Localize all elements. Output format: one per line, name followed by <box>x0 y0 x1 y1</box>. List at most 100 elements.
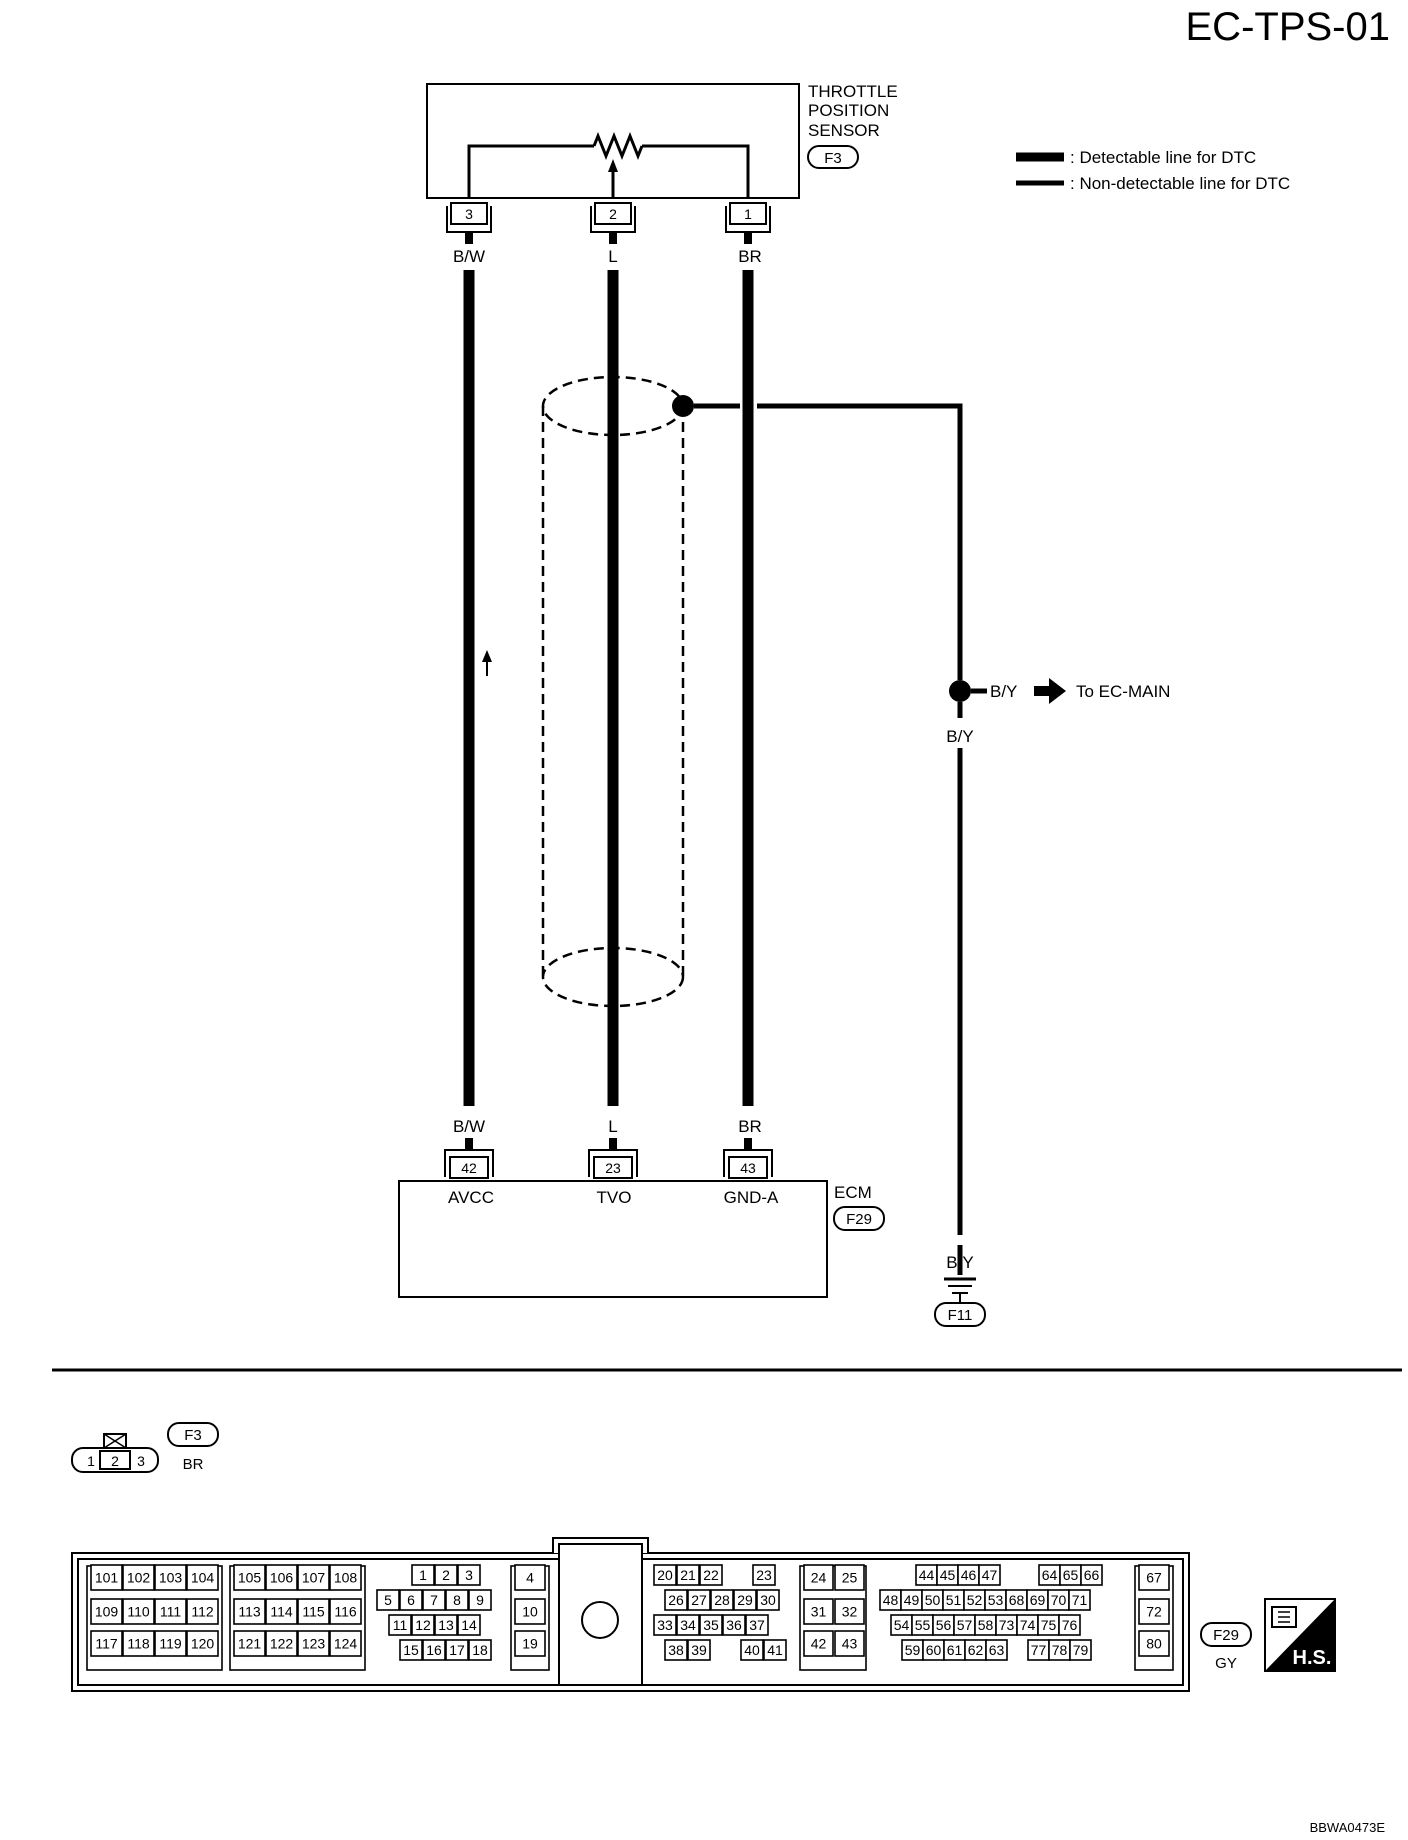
f29-pin-109: 109 <box>95 1604 119 1620</box>
f29-pin-30: 30 <box>760 1592 776 1608</box>
ecm-pin-43-label: 43 <box>740 1160 756 1176</box>
sensor-connector-id: F3 <box>824 150 842 167</box>
f29-pin-20: 20 <box>657 1567 673 1583</box>
sensor-name-line2: POSITION <box>808 101 889 120</box>
f29-pin-121: 121 <box>238 1636 262 1652</box>
f29-pin-1: 1 <box>419 1567 427 1583</box>
f29-pin-29: 29 <box>737 1592 753 1608</box>
f29-pin-cell <box>186 1564 219 1591</box>
wire-color-bw-top: B/W <box>453 247 485 266</box>
f29-pin-34: 34 <box>680 1617 696 1633</box>
f29-pin-9: 9 <box>476 1592 484 1608</box>
f29-pin-17: 17 <box>449 1642 465 1658</box>
f29-pin-47: 47 <box>982 1567 998 1583</box>
f29-pin-cell <box>664 1639 688 1661</box>
sensor-pin-3: 3 <box>446 202 492 233</box>
f3-face-color: BR <box>183 1456 204 1473</box>
f29-pin-49: 49 <box>904 1592 920 1608</box>
f29-pin-cell <box>329 1630 362 1657</box>
f29-pin-cell <box>122 1564 155 1591</box>
f3-face-pin-1: 1 <box>87 1453 95 1469</box>
f29-pin-cell <box>457 1614 481 1636</box>
wire-color-by-main: B/Y <box>990 682 1017 701</box>
ecm-term-avcc: AVCC <box>448 1188 494 1207</box>
ecm-unit: AVCC TVO GND-A ECM F29 <box>398 1180 885 1298</box>
sensor-pin-1: 1 <box>725 202 771 233</box>
f29-pin-10: 10 <box>522 1604 538 1620</box>
shield <box>541 375 694 1008</box>
wiper-arrow-icon <box>608 159 618 172</box>
f29-pin-cell <box>699 1564 723 1586</box>
f29-pin-26: 26 <box>668 1592 684 1608</box>
f29-pin-cell <box>653 1564 677 1586</box>
f29-pin-cell <box>834 1598 865 1625</box>
ground-symbol: F11 <box>934 1277 986 1327</box>
f29-pin-cell <box>514 1630 546 1657</box>
f29-pin-cell <box>1069 1639 1092 1661</box>
wire-color-l-bottom: L <box>608 1117 617 1136</box>
wire-color-by-ground: B/Y <box>946 1253 973 1272</box>
f29-pin-46: 46 <box>961 1567 977 1583</box>
sensor-pin-2-label: 2 <box>609 206 617 222</box>
f3-connector-face: 1 2 3 F3 BR <box>71 1422 219 1473</box>
f29-pin-cell <box>676 1614 700 1636</box>
f29-pin-110: 110 <box>127 1604 150 1620</box>
f29-pin-51: 51 <box>946 1592 962 1608</box>
ecm-term-gnd-a: GND-A <box>724 1188 779 1207</box>
f29-pin-6: 6 <box>407 1592 415 1608</box>
f29-pin-19: 19 <box>522 1636 538 1652</box>
f29-pin-57: 57 <box>957 1617 973 1633</box>
f29-pin-cell <box>763 1639 787 1661</box>
f29-pin-23: 23 <box>756 1567 772 1583</box>
f29-pin-cell <box>186 1598 219 1625</box>
f29-pin-114: 114 <box>270 1604 293 1620</box>
f29-pin-72: 72 <box>1146 1604 1162 1620</box>
f29-pin-115: 115 <box>302 1604 325 1620</box>
f29-pin-cell <box>265 1598 298 1625</box>
f29-pin-113: 113 <box>238 1604 261 1620</box>
splice-point <box>949 680 971 702</box>
f29-pin-21: 21 <box>680 1567 696 1583</box>
f29-pin-119: 119 <box>159 1636 182 1652</box>
sensor-pin-3-label: 3 <box>465 206 473 222</box>
f29-pin-69: 69 <box>1030 1592 1046 1608</box>
f29-pin-cell <box>803 1630 834 1657</box>
f29-pin-27: 27 <box>691 1592 707 1608</box>
f29-pin-28: 28 <box>714 1592 730 1608</box>
arrow-right-icon <box>1034 678 1066 704</box>
f29-pin-41: 41 <box>767 1642 783 1658</box>
f29-pin-33: 33 <box>657 1617 673 1633</box>
f29-pin-59: 59 <box>905 1642 921 1658</box>
f29-pin-65: 65 <box>1063 1567 1079 1583</box>
f29-pin-cell <box>834 1630 865 1657</box>
f29-pin-39: 39 <box>691 1642 707 1658</box>
f29-pin-61: 61 <box>947 1642 963 1658</box>
wire-color-br-bottom: BR <box>738 1117 762 1136</box>
f29-pin-cell <box>297 1630 330 1657</box>
f29-pin-62: 62 <box>968 1642 984 1658</box>
hs-label: H.S. <box>1293 1647 1332 1669</box>
f29-pin-52: 52 <box>967 1592 983 1608</box>
f29-pin-22: 22 <box>703 1567 719 1583</box>
f29-pin-25: 25 <box>842 1570 858 1586</box>
f29-pin-cell <box>265 1630 298 1657</box>
legend: : Detectable line for DTC : Non-detectab… <box>1016 148 1290 193</box>
f29-pin-38: 38 <box>668 1642 684 1658</box>
wire-color-br-top: BR <box>738 247 762 266</box>
f29-pin-cell <box>733 1589 757 1611</box>
ecm-connector-id: F29 <box>846 1211 872 1228</box>
f29-pin-cell <box>388 1614 412 1636</box>
f29-pin-11: 11 <box>393 1617 408 1633</box>
f29-pin-cell <box>722 1614 746 1636</box>
sensor-name-line1: THROTTLE <box>808 82 898 101</box>
f3-face-connector-id: F3 <box>184 1427 202 1444</box>
ecm-term-tvo: TVO <box>597 1188 632 1207</box>
f29-pin-79: 79 <box>1073 1642 1089 1658</box>
sensor-name-line3: SENSOR <box>808 121 880 140</box>
sensor-connector-badge <box>807 145 859 169</box>
f29-pin-55: 55 <box>915 1617 931 1633</box>
f29-pin-66: 66 <box>1084 1567 1100 1583</box>
f29-pin-101: 101 <box>95 1570 119 1586</box>
